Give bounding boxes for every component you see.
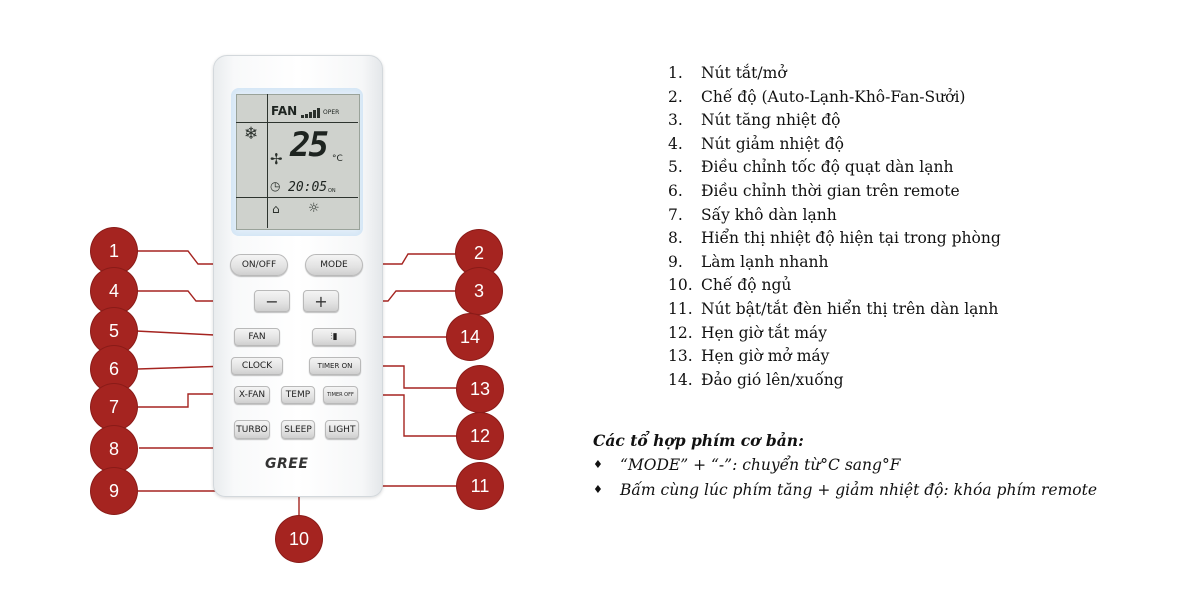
- legend-item: 14. Đảo gió lên/xuống: [668, 369, 1001, 393]
- timer-off-button[interactable]: TIMER OFF: [323, 386, 358, 404]
- temp-down-button[interactable]: −: [254, 290, 290, 312]
- legend-item: 10. Chế độ ngủ: [668, 274, 1001, 298]
- callout-3: 3: [456, 268, 502, 314]
- legend-item: 5. Điều chỉnh tốc độ quạt dàn lạnh: [668, 156, 1001, 180]
- bullet-icon: ♦: [593, 458, 603, 471]
- callout-12: 12: [457, 413, 503, 459]
- legend-item: 2. Chế độ (Auto-Lạnh-Khô-Fan-Sưởi): [668, 86, 1001, 110]
- callout-11: 11: [457, 463, 503, 509]
- legend-number: 4.: [668, 134, 683, 153]
- legend-number: 13.: [668, 347, 693, 366]
- legend-text: Hiển thị nhiệt độ hiện tại trong phòng: [701, 229, 1001, 248]
- signal-bars-icon: [301, 108, 320, 118]
- lcd-on-label: ON: [328, 188, 336, 194]
- mode-button[interactable]: MODE: [305, 254, 363, 276]
- gree-logo: GREE: [265, 456, 309, 472]
- temp-button[interactable]: TEMP: [281, 386, 315, 404]
- bullet-icon: ♦: [593, 483, 603, 496]
- timer-on-button[interactable]: TIMER ON: [309, 357, 361, 375]
- tip-text: “MODE” + “-”: chuyển từ°C sang°F: [620, 456, 901, 474]
- legend-number: 9.: [668, 252, 683, 271]
- lcd-divider: [236, 122, 358, 123]
- legend-text: Điều chỉnh thời gian trên remote: [701, 181, 960, 200]
- tip-item: ♦ “MODE” + “-”: chuyển từ°C sang°F: [593, 456, 900, 474]
- legend-number: 1.: [668, 64, 683, 82]
- lcd-unit: °C: [332, 154, 343, 164]
- legend-text: Điều chỉnh tốc độ quạt dàn lạnh: [701, 158, 954, 177]
- snowflake-icon: ❄: [244, 124, 259, 144]
- callout-7: 7: [91, 384, 137, 430]
- legend-number: 14.: [668, 370, 693, 389]
- tip-item: ♦ Bấm cùng lúc phím tăng + giảm nhiệt độ:…: [593, 481, 1097, 499]
- callout-4: 4: [91, 268, 137, 314]
- lcd-time: 20:05: [288, 180, 328, 195]
- clock-button[interactable]: CLOCK: [231, 357, 283, 375]
- callout-10: 10: [276, 516, 322, 562]
- legend-text: Chế độ (Auto-Lạnh-Khô-Fan-Sưởi): [701, 87, 966, 106]
- house-icon: ⌂: [272, 202, 280, 216]
- lcd-fan-label: FAN: [271, 104, 298, 118]
- legend-text: Đảo gió lên/xuống: [701, 370, 844, 389]
- legend-number: 2.: [668, 87, 683, 106]
- legend-item: 13. Hẹn giờ mở máy: [668, 345, 1001, 369]
- xfan-button[interactable]: X-FAN: [234, 386, 270, 404]
- legend-text: Sấy khô dàn lạnh: [701, 205, 837, 224]
- lcd-screen: [236, 94, 360, 230]
- callout-1: 1: [91, 228, 137, 274]
- legend-text: Chế độ ngủ: [701, 276, 792, 295]
- clock-icon: ◷: [270, 179, 281, 193]
- swing-button[interactable]: ⫶▮: [312, 328, 356, 346]
- leader-7: [138, 393, 233, 408]
- lcd-divider: [267, 94, 268, 228]
- legend-text: Làm lạnh nhanh: [701, 252, 829, 271]
- callout-8: 8: [91, 426, 137, 472]
- legend-number: 11.: [668, 299, 693, 318]
- fan-button[interactable]: FAN: [234, 328, 280, 346]
- legend-item: 12. Hẹn giờ tắt máy: [668, 322, 1001, 346]
- legend-item: 1. Nút tắt/mở: [668, 62, 1001, 86]
- sun-icon: ☼: [308, 201, 320, 216]
- sleep-button[interactable]: SLEEP: [281, 420, 315, 439]
- lcd-temperature: 25: [290, 125, 329, 165]
- legend-number: 5.: [668, 158, 683, 177]
- lcd-divider: [236, 197, 358, 198]
- callout-9: 9: [91, 468, 137, 514]
- legend-number: 10.: [668, 276, 693, 295]
- legend-number: 3.: [668, 111, 683, 130]
- fan-icon: ✢: [270, 150, 283, 168]
- legend-text: Nút tắt/mở: [701, 64, 787, 82]
- legend-number: 12.: [668, 323, 693, 342]
- legend-item: 4. Nút giảm nhiệt độ: [668, 133, 1001, 157]
- tip-text: Bấm cùng lúc phím tăng + giảm nhiệt độ: …: [620, 481, 1098, 499]
- legend-item: 6. Điều chỉnh thời gian trên remote: [668, 180, 1001, 204]
- legend-item: 9. Làm lạnh nhanh: [668, 251, 1001, 275]
- callout-13: 13: [457, 366, 503, 412]
- legend-number: 8.: [668, 229, 683, 248]
- legend-text: Nút tăng nhiệt độ: [701, 111, 841, 130]
- onoff-button[interactable]: ON/OFF: [230, 254, 288, 276]
- turbo-button[interactable]: TURBO: [234, 420, 270, 439]
- lcd-oper-label: OPER: [323, 109, 340, 116]
- legend-text: Hẹn giờ mở máy: [701, 347, 830, 366]
- button-legend: 1. Nút tắt/mở 2. Chế độ (Auto-Lạnh-Khô-Fan-…: [668, 62, 1001, 392]
- legend-text: Hẹn giờ tắt máy: [701, 323, 828, 342]
- legend-number: 7.: [668, 205, 683, 224]
- legend-item: 8. Hiển thị nhiệt độ hiện tại trong phòng: [668, 227, 1001, 251]
- legend-item: 7. Sấy khô dàn lạnh: [668, 204, 1001, 228]
- legend-text: Nút bật/tắt đèn hiển thị trên dàn lạnh: [701, 299, 999, 318]
- tips-title: Các tổ hợp phím cơ bản:: [593, 431, 804, 450]
- legend-text: Nút giảm nhiệt độ: [701, 134, 844, 153]
- light-button[interactable]: LIGHT: [325, 420, 359, 439]
- callout-14: 14: [447, 314, 493, 360]
- legend-item: 3. Nút tăng nhiệt độ: [668, 109, 1001, 133]
- legend-item: 11. Nút bật/tắt đèn hiển thị trên dàn lạn…: [668, 298, 1001, 322]
- temp-up-button[interactable]: +: [303, 290, 339, 312]
- legend-number: 6.: [668, 181, 683, 200]
